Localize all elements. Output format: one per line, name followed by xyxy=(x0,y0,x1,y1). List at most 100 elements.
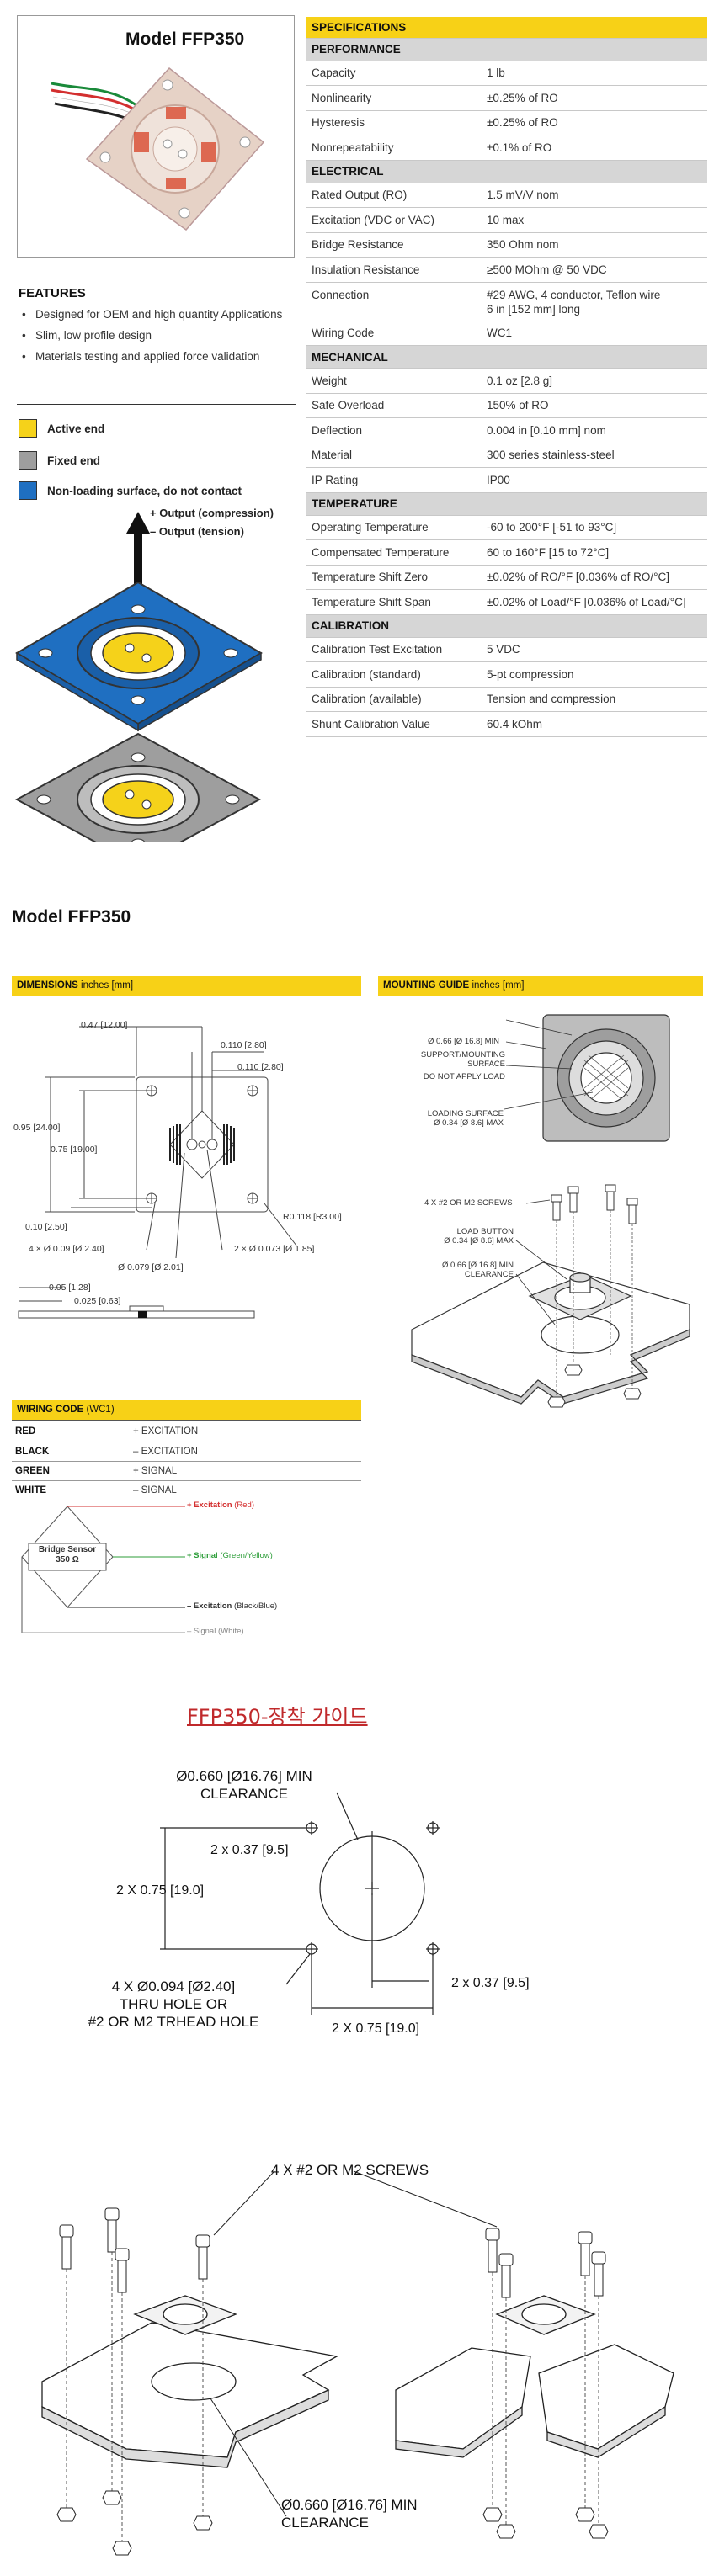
bridge-sig-pos: + Signal (Green/Yellow) xyxy=(187,1551,273,1560)
dimension-drawing xyxy=(18,1026,297,1319)
spec-row: Hysteresis±0.25% of RO xyxy=(306,110,707,135)
spec-section-title: PERFORMANCE xyxy=(306,38,707,61)
spec-value: ≥500 MOhm @ 50 VDC xyxy=(482,257,707,283)
spec-key: Material xyxy=(306,443,482,468)
product-photo xyxy=(51,66,265,231)
spec-value: 0.004 in [0.10 mm] nom xyxy=(482,417,707,443)
guide-horizontal-label: 2 X 0.75 [19.0] xyxy=(332,2021,420,2036)
spec-value: 5-pt compression xyxy=(482,661,707,688)
dim-label: 4 × Ø 0.09 [Ø 2.40] xyxy=(29,1244,104,1254)
bridge-sig-neg: – Signal (White) xyxy=(187,1627,244,1636)
dim-label: 0.110 [2.80] xyxy=(237,1062,284,1072)
spec-row: Nonlinearity±0.25% of RO xyxy=(306,85,707,111)
spec-key: Hysteresis xyxy=(306,110,482,135)
product-model-title: Model FFP350 xyxy=(125,29,245,49)
spec-key: Shunt Calibration Value xyxy=(306,711,482,737)
guide-half-top-label: 2 x 0.37 [9.5] xyxy=(210,1843,289,1857)
mounting-unit: inches [mm] xyxy=(472,980,525,991)
mount-label: DO NOT APPLY LOAD xyxy=(423,1072,505,1081)
mount-label: LOAD BUTTON Ø 0.34 [Ø 8.6] MAX xyxy=(424,1227,514,1246)
wire-function: – EXCITATION xyxy=(130,1442,361,1462)
spec-value: 1 lb xyxy=(482,61,707,86)
guide-label-line: THRU HOLE OR xyxy=(119,1996,228,2012)
guide-label-line: Ø0.660 [Ø16.76] MIN xyxy=(281,2497,418,2513)
spec-key: Nonrepeatability xyxy=(306,135,482,161)
spec-value: 1.5 mV/V nom xyxy=(482,183,707,208)
spec-value: 150% of RO xyxy=(482,393,707,418)
fixed-end-swatch xyxy=(19,451,37,470)
guide-label-line: #2 OR M2 TRHEAD HOLE xyxy=(88,2014,259,2030)
legend-label: Active end xyxy=(47,422,105,435)
installation-exploded-views xyxy=(41,2170,674,2556)
bridge-wiring-diagram xyxy=(21,1506,185,1633)
spec-section-title: ELECTRICAL xyxy=(306,160,707,183)
wiring-row: BLACK– EXCITATION xyxy=(12,1442,361,1462)
spec-value: IP00 xyxy=(482,467,707,493)
spec-key: Capacity xyxy=(306,61,482,86)
feature-item: Materials testing and applied force vali… xyxy=(22,348,300,364)
spec-key: Insulation Resistance xyxy=(306,257,482,283)
wire-function: + SIGNAL xyxy=(130,1461,361,1481)
mount-label: LOADING SURFACE Ø 0.34 [Ø 8.6] MAX xyxy=(408,1109,504,1128)
bridge-label-text: + Excitation xyxy=(187,1500,232,1510)
mount-label-line: Ø 0.66 [Ø 16.8] MIN xyxy=(441,1261,514,1270)
spec-value: 5 VDC xyxy=(482,637,707,662)
guide-bottom-clearance-label: Ø0.660 [Ø16.76] MIN CLEARANCE xyxy=(281,2496,450,2531)
spec-key: Rated Output (RO) xyxy=(306,183,482,208)
bridge-label-text: – Excitation xyxy=(187,1601,232,1611)
mount-label-line: SURFACE xyxy=(467,1060,505,1069)
legend-label: Non-loading surface, do not contact xyxy=(47,484,242,497)
guide-label-line: CLEARANCE xyxy=(200,1786,288,1802)
spec-key: Operating Temperature xyxy=(306,515,482,540)
spec-key: Calibration (available) xyxy=(306,687,482,712)
bridge-label-color: (Green/Yellow) xyxy=(220,1551,273,1560)
spec-value: 300 series stainless-steel xyxy=(482,443,707,468)
spec-key: Safe Overload xyxy=(306,393,482,418)
bridge-exc-pos: + Excitation (Red) xyxy=(187,1500,254,1510)
features-list: Designed for OEM and high quantity Appli… xyxy=(22,306,300,369)
mount-label: Ø 0.66 [Ø 16.8] MIN xyxy=(428,1037,500,1046)
dim-label: R0.118 [R3.00] xyxy=(283,1212,342,1222)
wire-function: – SIGNAL xyxy=(130,1480,361,1500)
spec-value: 60 to 160°F [15 to 72°C] xyxy=(482,539,707,566)
dim-label: 0.95 [24.00] xyxy=(13,1123,61,1133)
wire-function: + EXCITATION xyxy=(130,1422,361,1442)
mount-label-line: LOAD BUTTON xyxy=(456,1227,514,1236)
mount-label-line: Ø 0.34 [Ø 8.6] MAX xyxy=(434,1118,504,1128)
hole-pattern-drawing xyxy=(160,1792,440,2015)
bridge-sensor-label: Bridge Sensor xyxy=(38,1545,97,1554)
spec-key: Temperature Shift Span xyxy=(306,589,482,615)
mount-label: 4 X #2 OR M2 SCREWS xyxy=(424,1198,513,1208)
dim-label: 0.75 [19.00] xyxy=(51,1145,98,1155)
bridge-label-color: (Black/Blue) xyxy=(233,1601,278,1611)
bridge-label-text: – Signal xyxy=(187,1627,216,1636)
spec-key: Calibration Test Excitation xyxy=(306,637,482,662)
guide-screws-label: 4 X #2 OR M2 SCREWS xyxy=(271,2162,429,2178)
wire-color: BLACK xyxy=(12,1442,130,1462)
dim-label: 0.47 [12.00] xyxy=(81,1020,128,1030)
wiring-code-table: RED+ EXCITATION BLACK– EXCITATION GREEN+… xyxy=(12,1422,361,1500)
mount-label-line: Ø 0.34 [Ø 8.6] MAX xyxy=(444,1236,514,1246)
features-title: FEATURES xyxy=(19,286,86,300)
legend-fixed-end: Fixed end xyxy=(19,451,100,470)
spec-row: Excitation (VDC or VAC)10 max xyxy=(306,207,707,233)
spec-value: 0.1 oz [2.8 g] xyxy=(482,368,707,394)
spec-value: ±0.25% of RO xyxy=(482,110,707,135)
spec-row: Temperature Shift Zero±0.02% of RO/°F [0… xyxy=(306,565,707,590)
bridge-sensor-box: Bridge Sensor 350 Ω xyxy=(30,1545,104,1565)
arrow-up-icon xyxy=(126,512,150,618)
spec-value: 350 Ohm nom xyxy=(482,232,707,258)
mounting-guide-header: MOUNTING GUIDE inches [mm] xyxy=(378,976,703,996)
spec-value: Tension and compression xyxy=(482,687,707,712)
wiring-code-header: WIRING CODE (WC1) xyxy=(12,1400,361,1421)
installation-guide-title: FFP350-장착 가이드 xyxy=(187,1705,368,1729)
mount-label-line: LOADING SURFACE xyxy=(427,1109,504,1118)
